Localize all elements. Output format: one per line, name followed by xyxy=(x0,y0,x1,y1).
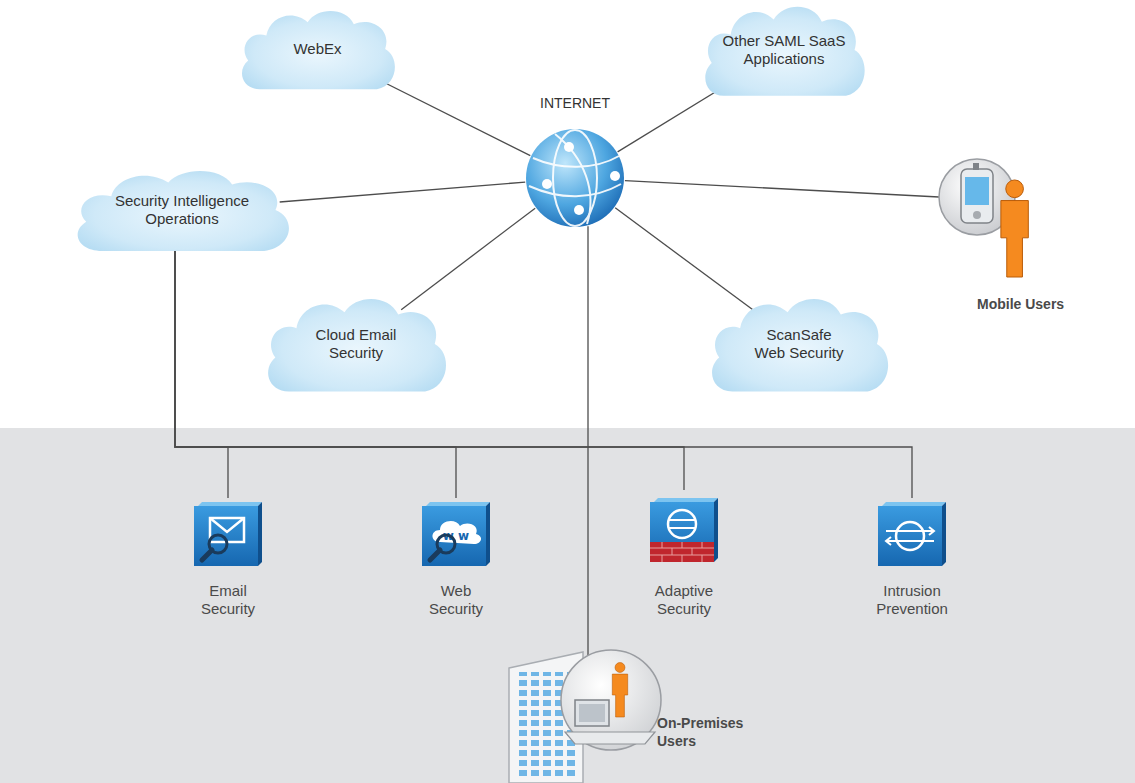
network-link xyxy=(175,245,228,498)
mobile-user-icon xyxy=(937,155,1055,290)
appliance-label: Adaptive Security xyxy=(642,582,726,618)
cloud-label: WebEx xyxy=(293,40,341,58)
web-appliance: w wWeb Security xyxy=(420,498,492,570)
network-link xyxy=(175,245,684,490)
cloud-text-area: WebEx xyxy=(235,5,400,93)
cloud-service: WebEx xyxy=(235,5,400,93)
cloud-text-area: ScanSafe Web Security xyxy=(704,292,894,396)
cloud-label: ScanSafe Web Security xyxy=(753,326,846,362)
cloud-label: Security Intelligence Operations xyxy=(98,192,266,228)
cloud-text-area: Other SAML SaaS Applications xyxy=(698,0,870,100)
internet-globe: INTERNET xyxy=(525,128,625,228)
cloud-service: Security Intelligence Operations xyxy=(68,165,296,255)
user-label: Mobile Users xyxy=(977,295,1097,313)
cloud-label: Other SAML SaaS Applications xyxy=(719,32,849,68)
appliance-label: Web Security xyxy=(414,582,498,618)
network-link xyxy=(615,208,753,310)
cloud-service: Other SAML SaaS Applications xyxy=(698,0,870,100)
network-link xyxy=(175,245,456,498)
cloud-label: Cloud Email Security xyxy=(301,326,411,362)
cloud-text-area: Cloud Email Security xyxy=(260,292,452,396)
network-link xyxy=(280,182,526,202)
cloud-text-area: Security Intelligence Operations xyxy=(68,165,296,255)
appliance-label: Intrusion Prevention xyxy=(870,582,954,618)
network-link xyxy=(401,208,535,310)
cloud-service: ScanSafe Web Security xyxy=(704,292,894,396)
heading-label: INTERNET xyxy=(505,94,645,112)
email-appliance: Email Security xyxy=(192,498,264,570)
firewall-appliance: Adaptive Security xyxy=(648,490,720,570)
cloud-service: Cloud Email Security xyxy=(260,292,452,396)
appliance-icon xyxy=(648,490,720,570)
appliance-icon xyxy=(876,498,948,570)
on-premises-users: On-Premises Users xyxy=(505,648,695,783)
network-link xyxy=(625,181,939,197)
mobile-users: Mobile Users xyxy=(937,155,1055,290)
network-link xyxy=(175,245,912,498)
globe-icon xyxy=(525,128,625,228)
appliance-label: Email Security xyxy=(186,582,270,618)
user-label: On-Premises Users xyxy=(657,714,767,750)
network-link xyxy=(367,74,530,156)
network-link xyxy=(587,226,588,658)
appliance-icon xyxy=(192,498,264,570)
appliance-icon: w w xyxy=(420,498,492,570)
premises-ground xyxy=(0,428,1135,783)
ips-appliance: Intrusion Prevention xyxy=(876,498,948,570)
